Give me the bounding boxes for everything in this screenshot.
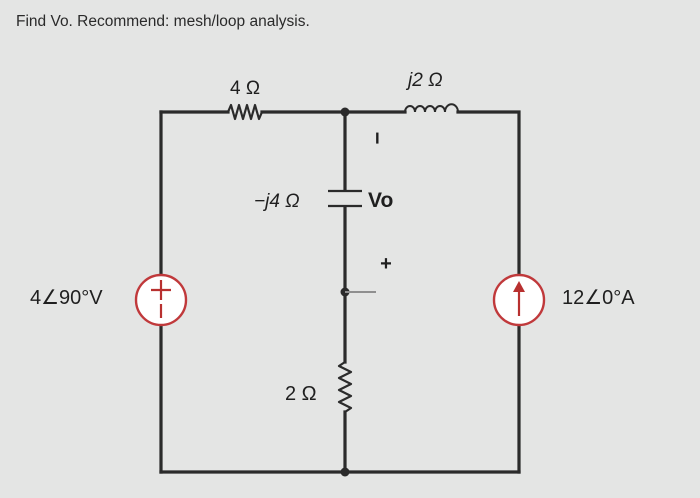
voltage-source bbox=[134, 273, 188, 327]
current-source bbox=[492, 273, 546, 327]
bottom-node bbox=[340, 467, 350, 477]
voltage-source-label: 4∠90°V bbox=[30, 287, 103, 309]
capacitor-minus-j4-ohm bbox=[328, 189, 362, 208]
inductor-j2-ohm bbox=[404, 103, 459, 113]
capacitor-label: −j4 Ω bbox=[254, 191, 300, 212]
top-wire bbox=[159, 110, 521, 474]
vo-minus-sign: − bbox=[365, 132, 390, 145]
top-node bbox=[340, 107, 350, 117]
inductor-label: j2 Ω bbox=[405, 70, 443, 91]
current-source-label: 12∠0°A bbox=[562, 287, 635, 309]
vo-label: Vo bbox=[368, 189, 393, 212]
resistor-4-ohm bbox=[226, 103, 264, 121]
resistor-2-ohm bbox=[337, 361, 353, 413]
problem-statement: Find Vo. Recommend: mesh/loop analysis. bbox=[16, 13, 310, 30]
vo-plus-sign: + bbox=[380, 253, 392, 275]
resistor-4-ohm-label: 4 Ω bbox=[230, 78, 260, 99]
resistor-2-ohm-label: 2 Ω bbox=[285, 383, 317, 405]
